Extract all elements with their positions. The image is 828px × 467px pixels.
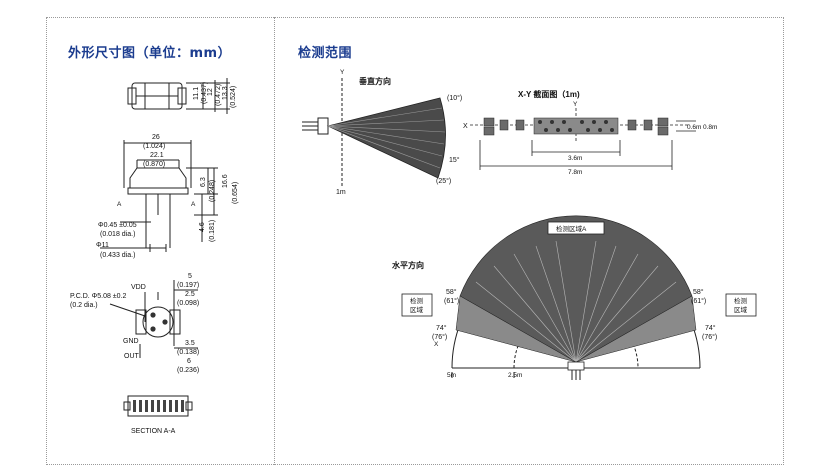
pin-vdd [150,312,156,318]
pin-out [162,319,168,325]
height-dim-2: 16.6 [222,174,229,188]
xy-height-inner: 0.6m [687,124,701,131]
vertical-distance: 1m [336,189,346,196]
pin-dim-3-in: (0.138) [177,349,199,356]
height-dim-1: 6.3 [200,177,207,187]
section-mark-left: A [117,201,122,208]
zone-left-line1: 检测 [410,296,424,305]
side-dim-2: 12 [207,88,214,96]
angle-left-upper: 58° [446,288,457,296]
pin-gnd [150,326,156,332]
angle-right-lower-paren: (76°) [702,333,717,341]
base-diameter-in: (0.433 dia.) [100,252,135,259]
zone-top-box [547,221,605,235]
horizontal-distance-far: 5m [447,372,456,379]
pin-label-vdd: VDD [131,284,146,291]
vertical-angle-top: (10°) [447,94,462,102]
pin-dim-1-in: (0.197) [177,282,199,289]
height-dim-3: 4.6 [199,222,206,232]
angle-right-lower: 74° [705,324,716,332]
xy-title: X-Y 截面图（1m) [518,89,580,99]
width-inner-mm: 22.1 [150,152,164,159]
vertical-title: 垂直方向 [359,76,391,86]
zone-top-label: 检测区域A [556,224,587,233]
side-dim-2-in: (0.472) [215,84,222,106]
width-outer-mm: 26 [152,134,160,141]
panel-divider [274,17,275,465]
vertical-angle-mid: 15° [449,156,460,164]
angle-left-upper-paren: (61°) [444,297,459,305]
horizontal-axis-x: X [434,341,439,348]
xy-width-outer: 7.8m [568,169,582,176]
section-label: SECTION A-A [131,428,176,435]
pin-dim-4: 6 [187,358,191,365]
height-dim-2-in: (0.654) [232,182,239,204]
height-dim-3-in: (0.181) [209,220,216,242]
sensor-side-view [131,82,183,110]
detection-title: 检测范围 [298,46,353,61]
angle-right-upper-paren: (61°) [691,297,706,305]
horizontal-title: 水平方向 [391,260,424,270]
pcd-label-in: (0.2 dia.) [70,302,98,309]
pin-dim-4-in: (0.236) [177,367,199,374]
sensor-bottom-view [142,306,174,338]
pin-dim-1: 5 [188,273,192,280]
pin-label-gnd: GND [123,338,139,345]
spec-frame [46,17,784,465]
section-outline [127,395,189,417]
vertical-angle-bottom: (25°) [436,177,451,185]
side-dim-3: 13.3 [222,86,229,100]
angle-left-lower-paren: (76°) [432,333,447,341]
pcd-label: P.C.D. Φ5.08 ±0.2 [70,293,126,300]
pin-dim-2: 2.5 [185,291,195,298]
vertical-sensor [317,117,329,135]
xy-detection-cells [483,117,669,136]
zone-left-box [401,293,433,317]
sensor-bottom-lug-right [169,309,181,335]
horizontal-sensor [567,361,585,371]
base-diameter: Φ11 [96,242,109,249]
xy-axis-x: X [463,123,468,130]
pin-diameter: Φ0.45 ±0.05 [98,222,137,229]
section-mark-right: A [191,201,196,208]
zone-right-box [725,293,757,317]
sensor-bottom-lug-left [135,309,147,335]
height-dim-1-in: (0.248) [209,180,216,202]
width-inner-in: (0.870) [143,161,165,168]
angle-left-lower: 74° [436,324,447,332]
pin-diameter-in: (0.018 dia.) [100,231,135,238]
pin-dim-2-in: (0.098) [177,300,199,307]
zone-right-line2: 区域 [734,305,748,314]
zone-left-line2: 区域 [410,305,424,314]
horizontal-detection-fan [459,215,693,363]
width-outer-in: (1.024) [143,143,165,150]
pin-label-out: OUT [124,353,140,360]
side-dim-3-in: (0.524) [230,86,237,108]
horizontal-side-zone-right [575,295,697,363]
zone-right-line1: 检测 [734,296,748,305]
pin-dim-3: 3.5 [185,340,195,347]
xy-height-outer: 0.8m [703,124,717,131]
vertical-detection-cone [326,97,446,179]
side-dim-1-in: (0.437) [201,82,208,104]
xy-width-inner: 3.6m [568,155,582,162]
horizontal-distance-mid: 2.5m [508,372,522,379]
vertical-axis-y: Y [340,69,345,76]
xy-axis-y: Y [573,101,578,108]
outline-title: 外形尺寸图（单位：mm） [68,46,232,61]
horizontal-side-zone-left [455,295,577,363]
angle-right-upper: 58° [693,288,704,296]
side-dim-1: 11.1 [193,87,200,100]
